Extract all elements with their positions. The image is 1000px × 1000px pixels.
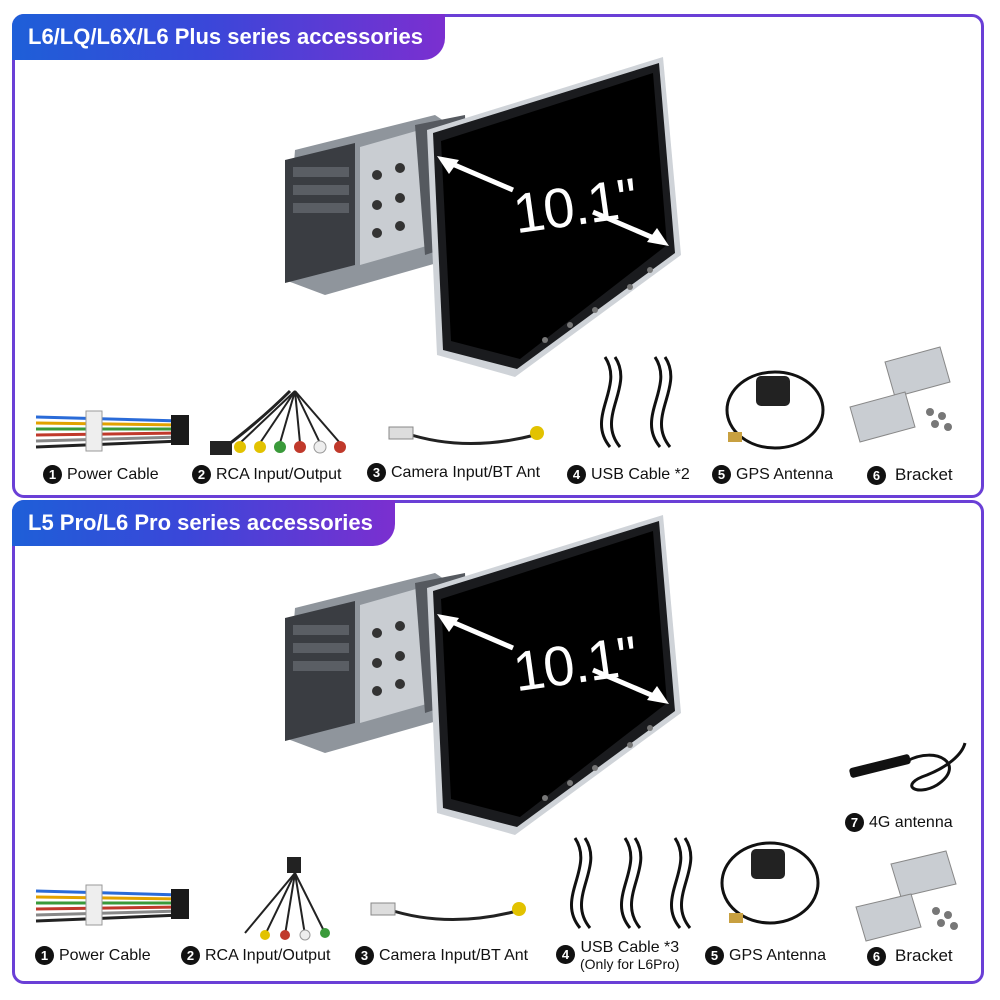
item-number: 3 bbox=[367, 463, 386, 482]
item-camera-cable: 3 Camera Input/BT Ant bbox=[355, 946, 528, 965]
item-number: 5 bbox=[705, 946, 724, 965]
item-camera-cable: 3 Camera Input/BT Ant bbox=[367, 463, 540, 482]
item-label: GPS Antenna bbox=[736, 465, 833, 483]
gps-antenna-icon bbox=[720, 841, 820, 925]
camera-cable-icon bbox=[370, 902, 526, 921]
item-number: 1 bbox=[35, 946, 54, 965]
item-bracket: 6 Bracket bbox=[867, 465, 953, 485]
item-number: 4 bbox=[567, 465, 586, 484]
item-label: USB Cable *2 bbox=[591, 465, 690, 483]
item-label: Camera Input/BT Ant bbox=[379, 946, 529, 964]
item-label: RCA Input/Output bbox=[205, 946, 331, 964]
item-rca-cable: 2 RCA Input/Output bbox=[192, 465, 341, 484]
accessories-panel-2: L5 Pro/L6 Pro series accessories 10.1" 7… bbox=[12, 500, 984, 984]
usb-cable-icon bbox=[599, 356, 673, 448]
item-label: USB Cable *3 bbox=[580, 939, 680, 956]
item-sublabel: (Only for L6Pro) bbox=[580, 956, 680, 972]
item-label: Camera Input/BT Ant bbox=[391, 463, 541, 481]
item-number: 4 bbox=[556, 945, 575, 964]
accessories-panel-1: L6/LQ/L6X/L6 Plus series accessories 10.… bbox=[12, 14, 984, 498]
rca-cable-icon bbox=[244, 857, 330, 941]
bracket-icon bbox=[855, 850, 958, 942]
item-label: 4G antenna bbox=[869, 813, 953, 831]
item-label: Bracket bbox=[895, 946, 953, 965]
rca-cable-icon bbox=[210, 389, 346, 455]
gps-antenna-icon bbox=[725, 370, 825, 450]
item-number: 6 bbox=[867, 946, 886, 966]
item-gps-antenna: 5 GPS Antenna bbox=[712, 465, 833, 484]
panel-title: L6/LQ/L6X/L6 Plus series accessories bbox=[12, 14, 445, 60]
wire-harness-icon bbox=[35, 884, 189, 926]
item-usb-cable: 4 USB Cable *2 bbox=[567, 465, 690, 484]
item-label: Power Cable bbox=[59, 946, 151, 964]
item-4g-antenna: 7 4G antenna bbox=[845, 813, 953, 832]
camera-cable-icon bbox=[388, 426, 544, 445]
item-usb-cable: 4 USB Cable *3 (Only for L6Pro) bbox=[556, 939, 680, 973]
item-bracket: 6 Bracket bbox=[867, 946, 953, 966]
item-number: 6 bbox=[867, 465, 886, 485]
item-power-cable: 1 Power Cable bbox=[35, 946, 151, 965]
item-power-cable: 1 Power Cable bbox=[43, 465, 159, 484]
item-rca-cable: 2 RCA Input/Output bbox=[181, 946, 330, 965]
item-number: 1 bbox=[43, 465, 62, 484]
item-number: 5 bbox=[712, 465, 731, 484]
item-number: 3 bbox=[355, 946, 374, 965]
bracket-icon bbox=[849, 346, 952, 443]
wire-harness-icon bbox=[35, 410, 189, 452]
item-label: Power Cable bbox=[67, 465, 159, 483]
item-label: Bracket bbox=[895, 465, 953, 484]
item-number: 7 bbox=[845, 813, 864, 832]
panel-title: L5 Pro/L6 Pro series accessories bbox=[12, 500, 395, 546]
item-label: GPS Antenna bbox=[729, 946, 826, 964]
usb-cable-icon bbox=[569, 837, 693, 929]
item-number: 2 bbox=[192, 465, 211, 484]
item-gps-antenna: 5 GPS Antenna bbox=[705, 946, 826, 965]
4g-antenna-icon bbox=[849, 742, 967, 792]
item-label: RCA Input/Output bbox=[216, 465, 342, 483]
item-number: 2 bbox=[181, 946, 200, 965]
